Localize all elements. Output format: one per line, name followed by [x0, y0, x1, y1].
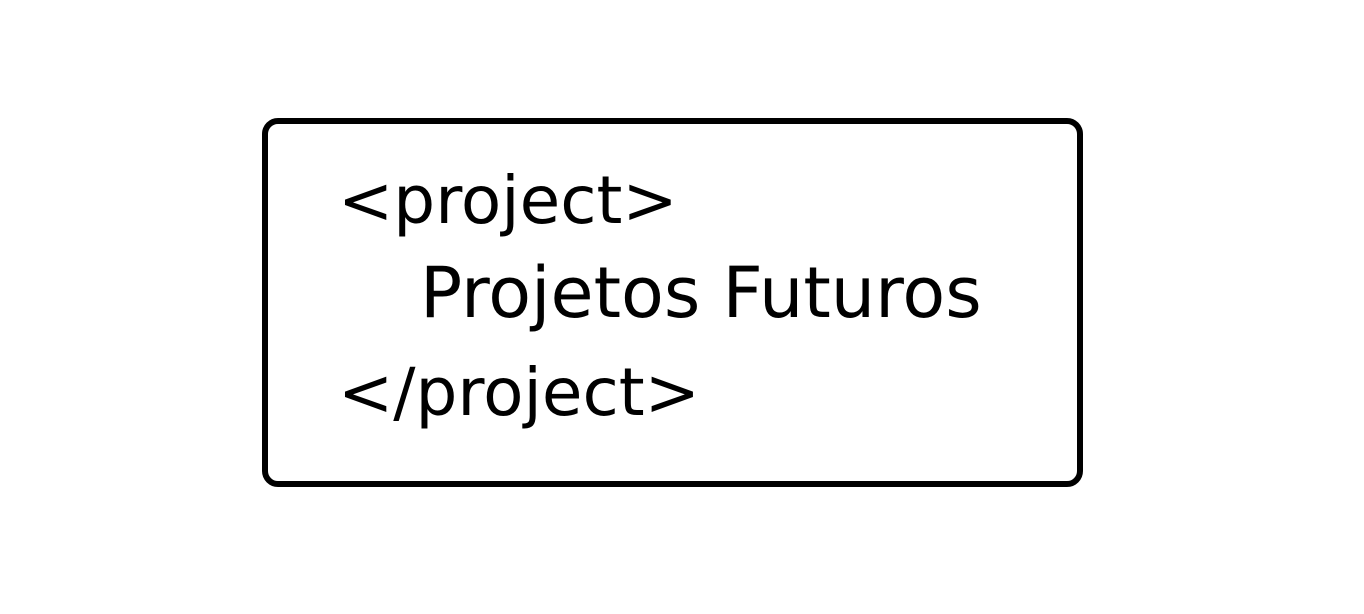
closing-tag: </project> [338, 354, 700, 431]
project-title: Projetos Futuros [420, 252, 982, 334]
opening-tag: <project> [338, 162, 678, 239]
code-card: <project> Projetos Futuros </project> [262, 118, 1083, 487]
